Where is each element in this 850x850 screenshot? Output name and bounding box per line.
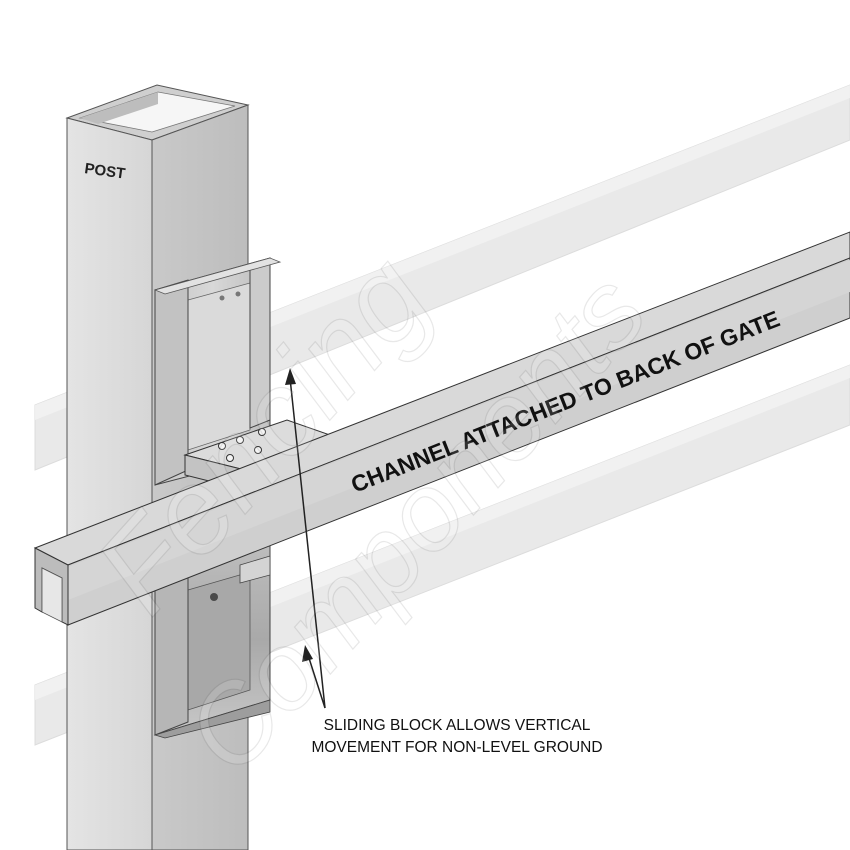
callout-arrows [285, 368, 326, 709]
post-top-opening [78, 91, 236, 133]
lower-bracket [153, 544, 271, 739]
note-line-1: SLIDING BLOCK ALLOWS VERTICAL [324, 717, 591, 734]
arrowhead-icon [302, 645, 313, 662]
lower-sliding-block [239, 555, 271, 584]
lower-bracket-bottom-lip [153, 699, 271, 739]
bracket-hole [210, 593, 218, 601]
channel-front-band [68, 260, 850, 600]
sliding-block-hole [254, 446, 262, 454]
sliding-block-hole [226, 454, 234, 462]
sliding-block-hole [236, 436, 244, 444]
upper-bracket [153, 257, 282, 486]
post-inner-wall [80, 92, 158, 124]
post-label: POST [83, 160, 126, 183]
sliding-block-hole [218, 442, 226, 450]
bracket-hole [219, 295, 225, 301]
note: SLIDING BLOCK ALLOWS VERTICAL MOVEMENT F… [311, 717, 602, 756]
arrow-to-lower-block [307, 654, 326, 709]
channel-end-inner [41, 567, 63, 623]
bracket-hole [235, 291, 241, 297]
upper-bracket-top-lip [153, 257, 282, 295]
arrow-to-upper-block [289, 377, 326, 709]
arrowhead-icon [285, 368, 296, 385]
sliding-block-hole [258, 428, 266, 436]
note-line-2: MOVEMENT FOR NON-LEVEL GROUND [311, 739, 602, 756]
